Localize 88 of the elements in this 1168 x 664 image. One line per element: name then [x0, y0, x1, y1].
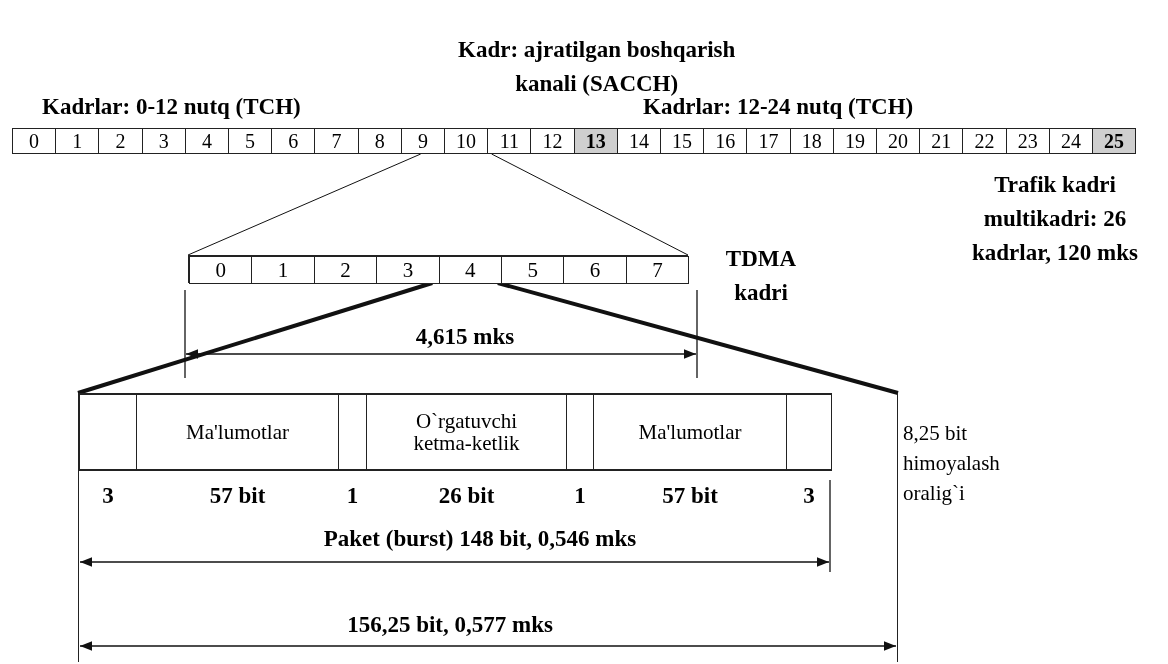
- timeslot-cell: [189, 256, 253, 284]
- frame-cell: [55, 128, 100, 154]
- frame-cell: [530, 128, 575, 154]
- frame-cell: [314, 128, 359, 154]
- frame-number: 1: [277, 259, 289, 281]
- frame-number: 17: [758, 130, 779, 152]
- frame-number: 0: [29, 130, 40, 152]
- frame-number: 8: [374, 130, 385, 152]
- guard-period-note: 8,25 bit himoyalash oralig`i: [903, 420, 1001, 507]
- frame-number: 25: [1104, 130, 1125, 152]
- frame-number: 4: [465, 259, 476, 281]
- frame-number: 2: [115, 130, 126, 152]
- bit-count: 57 bit: [208, 483, 267, 509]
- frame-cell: [746, 128, 791, 154]
- channel-caption: Kadr: ajratilgan boshqarish kanali (SACCH): [457, 36, 737, 98]
- frame-cell: [789, 128, 834, 154]
- frame-cell: [141, 128, 186, 154]
- segment-caption: Kadrlar: 0-12 nutq (TCH): [42, 93, 302, 121]
- frame-cell: [876, 128, 921, 154]
- field-name: Ma'lumotlar: [185, 421, 290, 443]
- bit-count: 26 bit: [437, 483, 496, 509]
- frame-number: 20: [888, 130, 909, 152]
- timeslot-cell: [251, 256, 315, 284]
- frame-cell: [660, 128, 705, 154]
- frame-number: 9: [417, 130, 428, 152]
- timeslot-cell: [376, 256, 440, 284]
- frame-number: 23: [1017, 130, 1038, 152]
- timeslot-cell: [625, 256, 690, 284]
- burst-frame: [78, 393, 898, 662]
- frame-cell: [832, 128, 877, 154]
- frame-number: 6: [589, 259, 601, 281]
- frame-number: 11: [499, 130, 519, 152]
- bit-count: 57 bit: [661, 483, 719, 509]
- frame-number: 3: [402, 259, 414, 281]
- frame-cell: [962, 128, 1007, 154]
- frame-number: 7: [652, 259, 663, 281]
- frame-cell: [228, 128, 273, 154]
- frame-cell: [1092, 128, 1137, 154]
- timeslot-cell: [501, 256, 565, 284]
- bit-count: 1: [573, 483, 587, 509]
- frame-cell: [919, 128, 964, 154]
- dimension-text: 156,25 bit, 0,577 mks: [346, 611, 554, 639]
- zoom-line: [187, 153, 422, 256]
- frame-number: 7: [331, 130, 342, 152]
- frame-number: 24: [1060, 130, 1081, 152]
- field-name: O`rgatuvchi ketma-ketlik: [412, 410, 521, 454]
- frame-cell: [616, 128, 661, 154]
- bit-count: 3: [101, 483, 115, 509]
- frame-number: 15: [672, 130, 693, 152]
- frame-cell: [400, 128, 445, 154]
- frame-cell: [1048, 128, 1093, 154]
- frame-number: 3: [158, 130, 169, 152]
- frame-number: 14: [628, 130, 649, 152]
- frame-cell: [444, 128, 489, 154]
- frame-number: 18: [801, 130, 822, 152]
- frame-number: 6: [288, 130, 299, 152]
- frame-cell: [357, 128, 402, 154]
- frame-number: 19: [844, 130, 865, 152]
- frame-cell: [487, 128, 532, 154]
- frame-number: 22: [974, 130, 995, 152]
- bit-count: 3: [802, 483, 816, 509]
- frame-cell: [98, 128, 143, 154]
- timeslot-cell: [563, 256, 627, 284]
- timeslot-cell: [313, 256, 378, 284]
- frame-cell: [703, 128, 748, 154]
- frame-number: 0: [215, 259, 226, 281]
- frame-number: 21: [931, 130, 952, 152]
- frame-cell: [271, 128, 316, 154]
- frame-number: 4: [201, 130, 212, 152]
- frame-cell: [12, 128, 57, 154]
- zoom-line: [491, 153, 689, 256]
- dimension-text: 4,615 mks: [414, 323, 516, 351]
- frame-number: 2: [340, 259, 351, 281]
- frame-number: 13: [585, 130, 606, 152]
- bit-count: 1: [345, 483, 360, 509]
- frame-number: 1: [72, 130, 83, 152]
- frame-cell: [184, 128, 229, 154]
- frame-caption: TDMA kadri: [724, 245, 798, 307]
- multiframe-caption: Trafik kadri multikadri: 26 kadrlar, 120 mks: [971, 171, 1139, 267]
- timeslot-cell: [438, 256, 502, 284]
- field-name: Ma'lumotlar: [637, 421, 743, 443]
- frame-number: 16: [715, 130, 736, 152]
- frame-number: 5: [527, 259, 538, 281]
- frame-cell: [1005, 128, 1050, 154]
- dimension-text: Paket (burst) 148 bit, 0,546 mks: [322, 525, 638, 553]
- frame-number: 5: [245, 130, 256, 152]
- frame-number: 10: [456, 130, 477, 152]
- frame-number: 12: [542, 130, 563, 152]
